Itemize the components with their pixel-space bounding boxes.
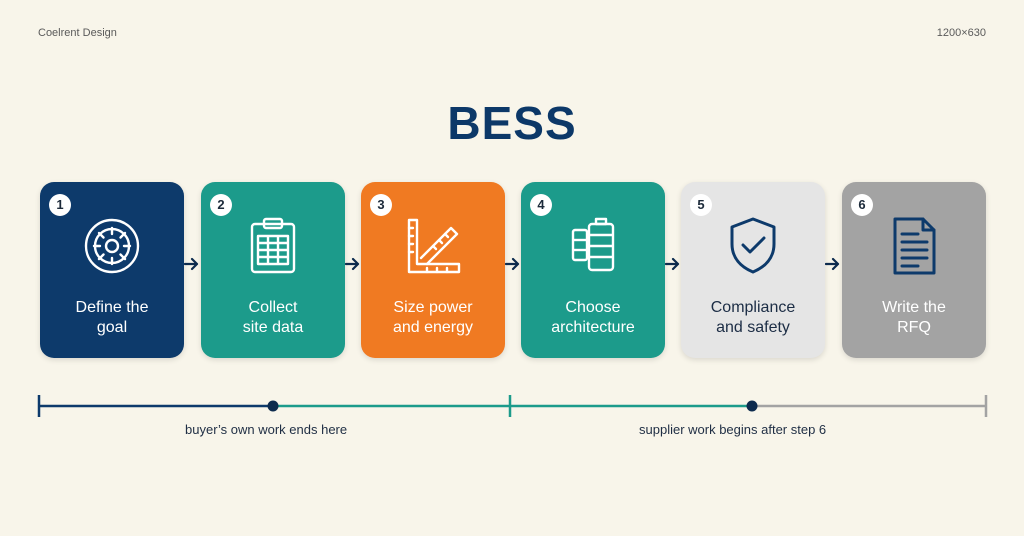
step-number-badge: 4: [530, 194, 552, 216]
document-icon: [893, 217, 936, 275]
workflow-timeline: [37, 395, 988, 417]
buyer-work-label: buyer’s own work ends here: [185, 422, 348, 437]
step-number-badge: 5: [690, 194, 712, 216]
arrow-right-icon: [825, 257, 840, 271]
battery-stack-icon: [571, 217, 615, 272]
step-number-badge: 2: [210, 194, 232, 216]
buyer-end-marker: [267, 400, 279, 412]
ruler-set-square-icon: [407, 218, 461, 274]
page-title: BESS: [447, 97, 577, 149]
arrow-right-icon: [665, 257, 680, 271]
dimensions-label: 1200×630: [936, 27, 986, 39]
clipboard-data-icon: [250, 217, 296, 274]
shield-check-icon: [730, 217, 776, 274]
arrow-right-icon: [184, 257, 199, 271]
step-number-badge: 1: [49, 194, 71, 216]
arrow-right-icon: [345, 257, 360, 271]
step-number-badge: 6: [851, 194, 873, 216]
brand-label: Coelrent Design: [38, 27, 117, 39]
step-number-badge: 3: [370, 194, 392, 216]
arrow-right-icon: [505, 257, 520, 271]
supplier-start-marker: [746, 400, 758, 412]
target-goal-icon: [84, 218, 140, 274]
supplier-work-label: supplier work begins after step 6: [639, 422, 827, 437]
